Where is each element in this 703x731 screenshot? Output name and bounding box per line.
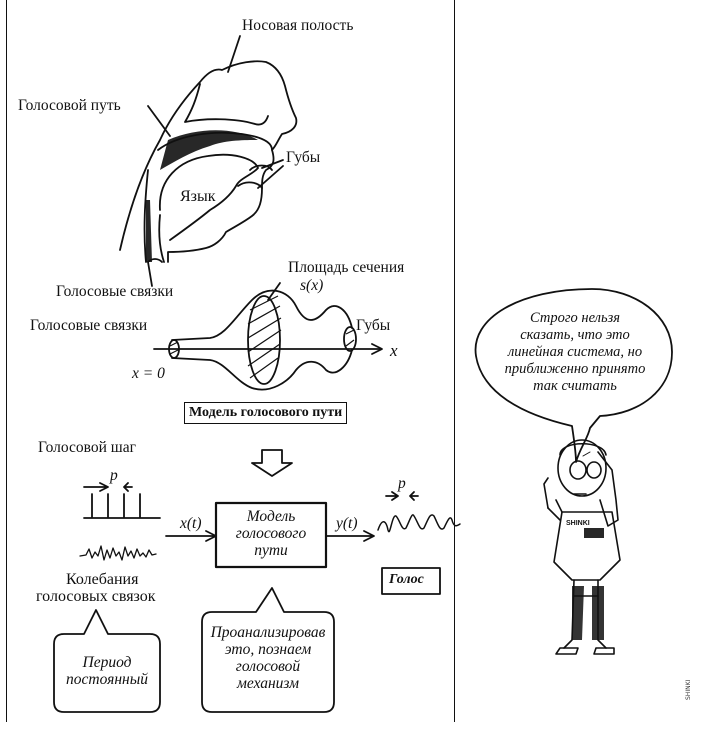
label-p-right: p — [398, 475, 406, 492]
period-line-1: Период — [82, 654, 132, 671]
input-arrow — [165, 530, 217, 542]
speech-bubble-text: Строго нельзя сказать, что это линейная … — [482, 310, 668, 395]
noise-wave — [79, 545, 157, 561]
tongue — [159, 153, 259, 241]
model-box-line-1: Модель — [246, 508, 296, 525]
model-box-text: Модель голосового пути — [216, 508, 326, 559]
label-origin: x = 0 — [132, 365, 165, 382]
output-arrow — [325, 530, 375, 542]
model-box-line-2: голосового — [235, 525, 307, 542]
pulse-train — [83, 493, 161, 519]
head-profile — [119, 60, 298, 263]
analyze-callout — [201, 587, 335, 713]
label-p-left: p — [110, 467, 118, 484]
analyze-line-3: голосовой — [235, 658, 301, 675]
label-tube-vocal-cords: Голосовые связки — [30, 317, 148, 334]
label-vocal-tract: Голосовой путь — [18, 97, 121, 114]
label-vibration: Колебания — [66, 570, 138, 589]
side-watermark: SHINKI — [685, 679, 692, 700]
tube-upper — [171, 289, 353, 341]
period-callout-text: Период постоянный — [54, 654, 160, 688]
speech-line-2: сказать, что это — [520, 327, 630, 343]
speech-line-1: Строго нельзя — [530, 310, 620, 326]
label-nasal-cavity: Носовая полость — [242, 17, 354, 34]
tube-lower — [171, 349, 353, 391]
tube-cross-section — [247, 295, 281, 385]
model-box — [214, 501, 328, 569]
nasal-inner — [184, 83, 269, 126]
diagram-frame — [6, 0, 455, 722]
analyze-line-4: механизм — [237, 675, 299, 692]
label-pitch: Голосовой шаг — [38, 439, 136, 456]
tube-right-end — [343, 326, 357, 352]
tube-model-caption: Модель голосового пути — [184, 402, 348, 424]
down-arrow — [251, 449, 293, 477]
period-callout — [53, 609, 161, 713]
label-output-var: y(t) — [336, 515, 358, 532]
analyze-line-1: Проанализировав — [210, 624, 326, 641]
character-figure — [543, 439, 621, 655]
speech-line-4: приближенно принято — [504, 361, 646, 377]
label-tongue: Язык — [180, 188, 216, 205]
label-vocal-cords: Голосовые связки — [56, 283, 174, 300]
shirt-logo: SHINKI — [566, 520, 590, 527]
label-tube-lips: Губы — [356, 317, 391, 334]
analyze-line-2: это, познаем — [224, 641, 312, 658]
label-cross-section: Площадь сечения — [288, 259, 405, 276]
voice-box-text: Голос — [389, 572, 424, 587]
voice-box — [381, 567, 441, 595]
speech-line-5: так считать — [533, 378, 617, 394]
period-line-2: постоянный — [66, 671, 148, 688]
vibration-line-2: голосовых связок — [36, 588, 156, 605]
label-lips: Губы — [286, 149, 321, 166]
throat — [143, 169, 165, 263]
model-box-line-3: пути — [254, 542, 288, 559]
speech-line-3: линейная система, но — [507, 344, 643, 360]
label-axis-x: x — [390, 341, 398, 360]
label-sx: s(x) — [300, 277, 324, 294]
voice-wave — [377, 514, 461, 533]
vibration-line-1: Колебания — [66, 571, 139, 588]
analyze-callout-text: Проанализировав это, познаем голосовой м… — [200, 624, 336, 692]
label-input-var: x(t) — [180, 515, 202, 532]
